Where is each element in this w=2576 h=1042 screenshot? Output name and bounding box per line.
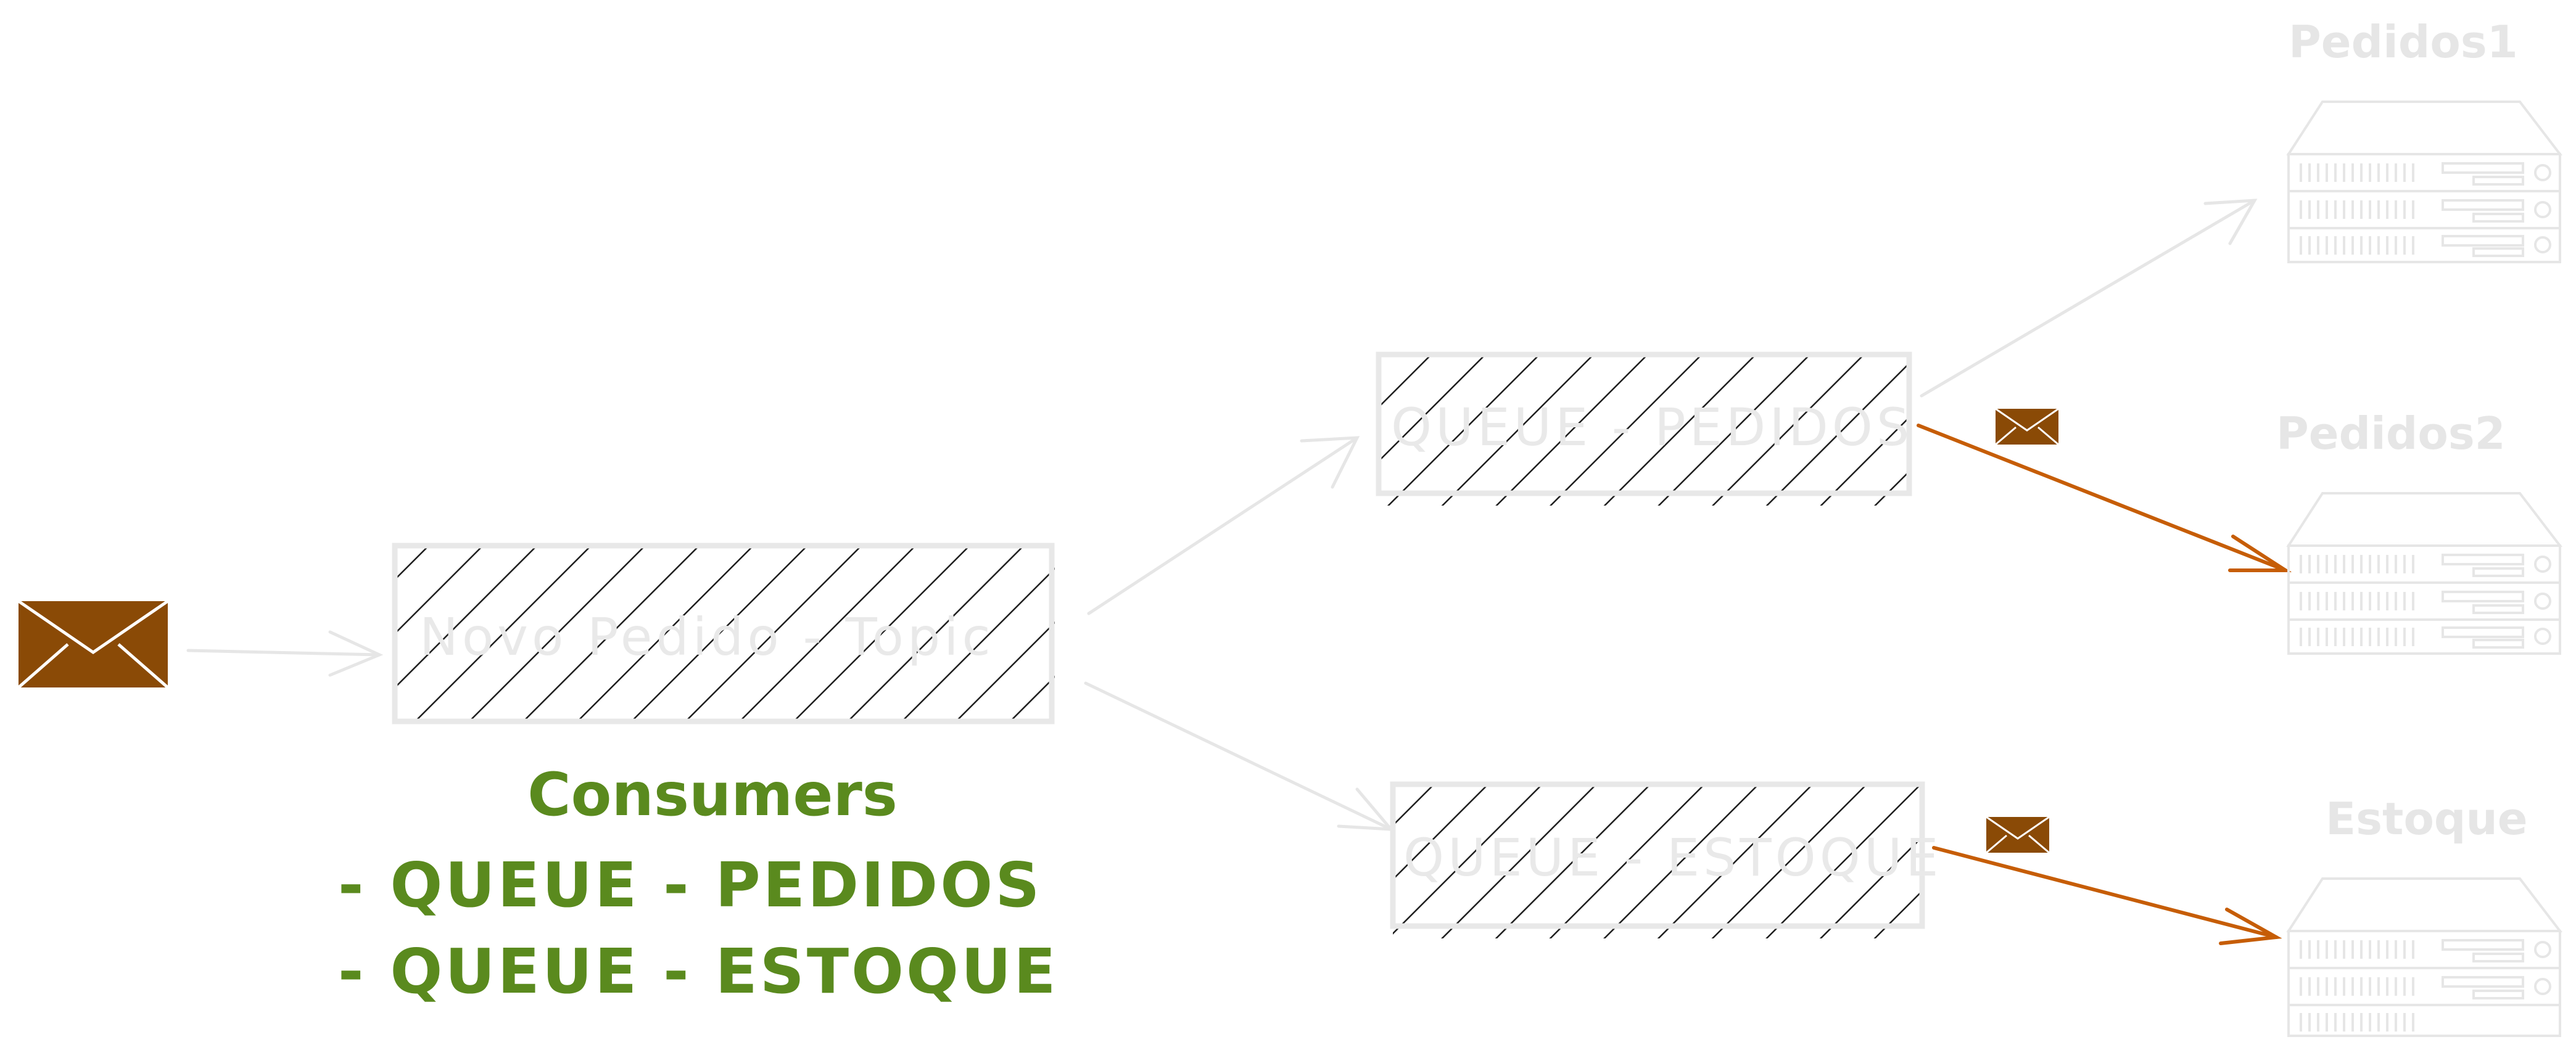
arrow-queue-estoque-to-estoque: [1932, 846, 2282, 945]
topic-box: Novo Pedido - Topic: [392, 543, 1055, 724]
server-estoque-label: Estoque: [2326, 793, 2528, 845]
consumers-item: - QUEUE - PEDIDOS: [338, 849, 1042, 921]
server-icon: [2286, 101, 2563, 263]
server-estoque: Estoque: [2286, 793, 2563, 1037]
arrow-queue-pedidos-to-pedidos2: [1917, 424, 2292, 572]
envelope-icon: [1986, 816, 2050, 854]
server-icon: [2286, 492, 2563, 655]
queue-pedidos-box: QUEUE - PEDIDOS: [1376, 351, 1913, 506]
server-pedidos1-label: Pedidos1: [2289, 16, 2518, 68]
consumers-note: Consumers - QUEUE - PEDIDOS - QUEUE - ES…: [338, 760, 1059, 1007]
server-pedidos1: Pedidos1: [2286, 16, 2563, 263]
envelope-icon: [1995, 408, 2059, 446]
server-pedidos2-label: Pedidos2: [2276, 408, 2506, 459]
server-pedidos2: Pedidos2: [2276, 408, 2563, 655]
consumers-title: Consumers: [527, 760, 898, 829]
consumers-item: - QUEUE - ESTOQUE: [338, 935, 1059, 1007]
arrow-queue-pedidos-to-pedidos1: [1920, 199, 2258, 398]
envelope-icon: [17, 599, 169, 689]
arrow-topic-to-queue-estoque: [1084, 681, 1395, 831]
server-icon: [2286, 877, 2563, 1037]
queue-estoque-label: QUEUE - ESTOQUE: [1403, 827, 1942, 888]
arrow-topic-to-queue-pedidos: [1087, 436, 1360, 615]
queue-estoque-box: QUEUE - ESTOQUE: [1390, 781, 1942, 938]
queue-pedidos-label: QUEUE - PEDIDOS: [1391, 397, 1913, 457]
arrow-message-to-topic: [186, 630, 384, 677]
topic-label: Novo Pedido - Topic: [419, 607, 994, 667]
